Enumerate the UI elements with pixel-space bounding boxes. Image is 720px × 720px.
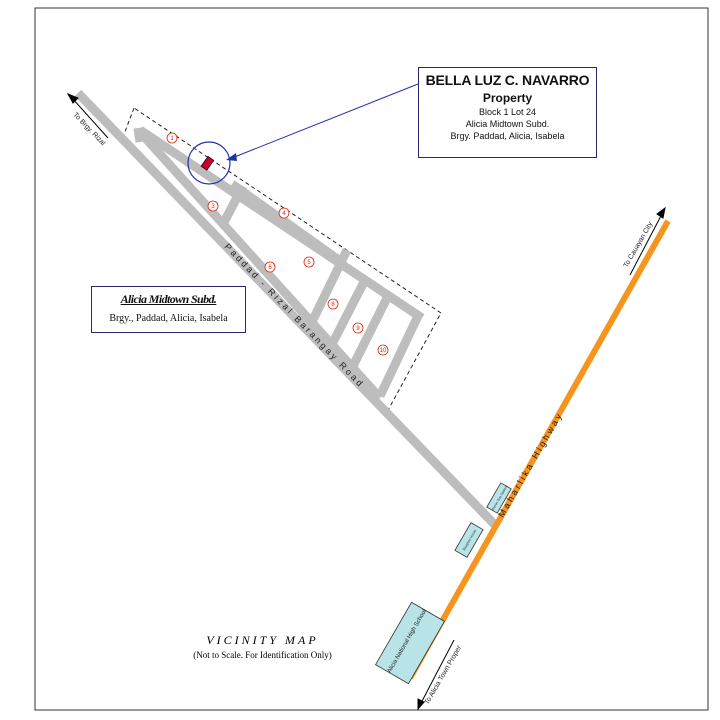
lot-4: 4 [278, 207, 290, 219]
owner-subdivision: Alicia Midtown Subd. [465, 119, 550, 129]
lot-markers: 1 3 4 6 5 8 9 10 [166, 132, 389, 356]
lot-3: 3 [207, 200, 219, 212]
barangay-road [74, 89, 500, 530]
lot-number: 5 [307, 260, 311, 266]
lot-number: 9 [356, 326, 360, 332]
lot-1: 1 [166, 132, 178, 144]
slaughter-house-landmark: Slaughter House [454, 522, 484, 558]
owner-name: BELLA LUZ C. NAVARRO [425, 72, 590, 88]
lot-5: 5 [303, 256, 315, 268]
lot-9: 9 [352, 322, 364, 334]
subdivision-info-box: Alicia Midtown Subd. Brgy., Paddad, Alic… [91, 286, 246, 333]
property-circle [187, 141, 231, 185]
lot-6: 6 [264, 261, 276, 273]
property-marker [200, 155, 215, 171]
direction-arrows [66, 93, 666, 711]
subdivision-title: Alicia Midtown Subd. [120, 292, 217, 306]
school-landmark: Alicia National High School [374, 601, 446, 685]
owner-address: Brgy. Paddad, Alicia, Isabela [450, 131, 565, 141]
pointer-arrowhead [226, 153, 237, 161]
lot-number: 6 [268, 265, 272, 271]
maharlika-highway [407, 219, 671, 680]
lot-number: 3 [211, 204, 215, 210]
lot-number: 8 [331, 302, 335, 308]
pointer-line [231, 83, 419, 159]
lot-number: 1 [170, 136, 174, 142]
gas-station-landmark: Petron Gas Station [486, 482, 512, 514]
map-note: (Not to Scale. For Identification Only) [193, 650, 332, 660]
to-alicia-label: To Alicia Town Proper [424, 644, 464, 706]
block-lot: Block 1 Lot 24 [478, 107, 537, 117]
lot-number: 10 [380, 348, 387, 354]
lot-10: 10 [377, 344, 389, 356]
owner-info-box: BELLA LUZ C. NAVARRO Property Block 1 Lo… [418, 67, 597, 158]
highway-label: Maharlika Highway [496, 410, 565, 519]
map-frame [34, 7, 709, 711]
property-label: Property [482, 91, 533, 105]
subdivision-address: Brgy., Paddad, Alicia, Isabela [109, 313, 228, 324]
lot-8: 8 [327, 298, 339, 310]
map-title: VICINITY MAP [206, 633, 319, 647]
lot-number: 4 [282, 211, 286, 217]
map-title-block: VICINITY MAP (Not to Scale. For Identifi… [180, 633, 345, 660]
to-cauayan-label: To Cauayan City [623, 221, 655, 269]
